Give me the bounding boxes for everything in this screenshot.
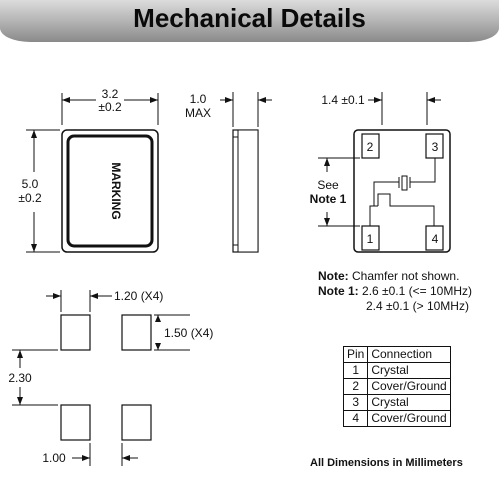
header-banner	[0, 0, 499, 42]
thickness-max-label: MAX	[185, 106, 211, 120]
units-footer: All Dimensions in Millimeters	[310, 457, 463, 469]
land-pad-bottom-right	[121, 404, 152, 441]
pin-3-label: 3	[432, 140, 439, 154]
note-1-row: Note 1: 2.6 ±0.1 (<= 10MHz)	[318, 284, 472, 299]
connection-cell: Crystal	[367, 394, 451, 411]
table-row: 3 Crystal	[342, 394, 451, 411]
pin-cell: 1	[342, 362, 369, 379]
pin-4-label: 4	[432, 232, 439, 246]
pad-2	[361, 133, 380, 159]
notes-block: Note: Chamfer not shown. Note 1: 2.6 ±0.…	[318, 269, 472, 314]
bottom-view: 1.4 ±0.1 2 3 1 4 See Note 1	[310, 92, 451, 253]
pad-pitch-label: 1.4 ±0.1	[321, 93, 365, 107]
pin-table: Pin Connection 1 Crystal 2 Cover/Ground …	[342, 346, 451, 427]
table-row: 4 Cover/Ground	[342, 410, 451, 427]
table-row: 1 Crystal	[342, 362, 451, 379]
top-view: 3.2 ±0.2 5.0 ±0.2 MARKING	[18, 87, 159, 253]
width-dim-label: 3.2	[102, 87, 119, 101]
pad-width-label: 1.20 (X4)	[114, 289, 163, 303]
pad-height-label: 1.50 (X4)	[164, 326, 213, 340]
crystal-symbol	[369, 158, 436, 226]
marking-label: MARKING	[109, 162, 123, 219]
width-tol-label: ±0.2	[98, 100, 122, 114]
table-row: 2 Cover/Ground	[342, 378, 451, 395]
land-pattern: 1.20 (X4) 1.50 (X4) 2.30 1.00	[8, 289, 213, 466]
note-1-label: Note 1:	[318, 284, 359, 298]
land-pad-top-right	[121, 314, 152, 351]
page-title: Mechanical Details	[133, 3, 366, 33]
row-pitch-label: 2.30	[8, 371, 32, 385]
height-dim-label: 5.0	[22, 177, 39, 191]
pin-table-header: Pin Connection	[342, 346, 451, 363]
pin-cell: 4	[342, 410, 369, 427]
note-label: Note:	[318, 269, 349, 283]
connection-header: Connection	[367, 346, 451, 363]
land-pad-bottom-left	[60, 404, 91, 441]
height-tol-label: ±0.2	[18, 191, 42, 205]
connection-cell: Cover/Ground	[367, 410, 451, 427]
col-gap-label: 1.00	[42, 451, 66, 465]
land-pad-top-left	[60, 314, 91, 351]
see-note-1-label: Note 1	[310, 192, 347, 206]
connection-cell: Cover/Ground	[367, 378, 451, 395]
thickness-label: 1.0	[190, 92, 207, 106]
pin-1-label: 1	[367, 232, 374, 246]
note-1-line1: 2.6 ±0.1 (<= 10MHz)	[362, 284, 472, 298]
pin-cell: 2	[342, 378, 369, 395]
pin-cell: 3	[342, 394, 369, 411]
note-text: Chamfer not shown.	[352, 269, 460, 283]
note-1-line2: 2.4 ±0.1 (> 10MHz)	[366, 299, 469, 313]
see-note-label: See	[317, 178, 339, 192]
package-lid	[66, 134, 154, 248]
connection-cell: Crystal	[367, 362, 451, 379]
pin-2-label: 2	[367, 140, 374, 154]
pin-header: Pin	[342, 346, 369, 363]
side-view: 1.0 MAX	[185, 92, 272, 253]
side-lid	[237, 129, 259, 253]
note-1-row-2: 2.4 ±0.1 (> 10MHz)	[318, 299, 472, 314]
package-bottom-outline	[353, 129, 451, 253]
note-row: Note: Chamfer not shown.	[318, 269, 472, 284]
